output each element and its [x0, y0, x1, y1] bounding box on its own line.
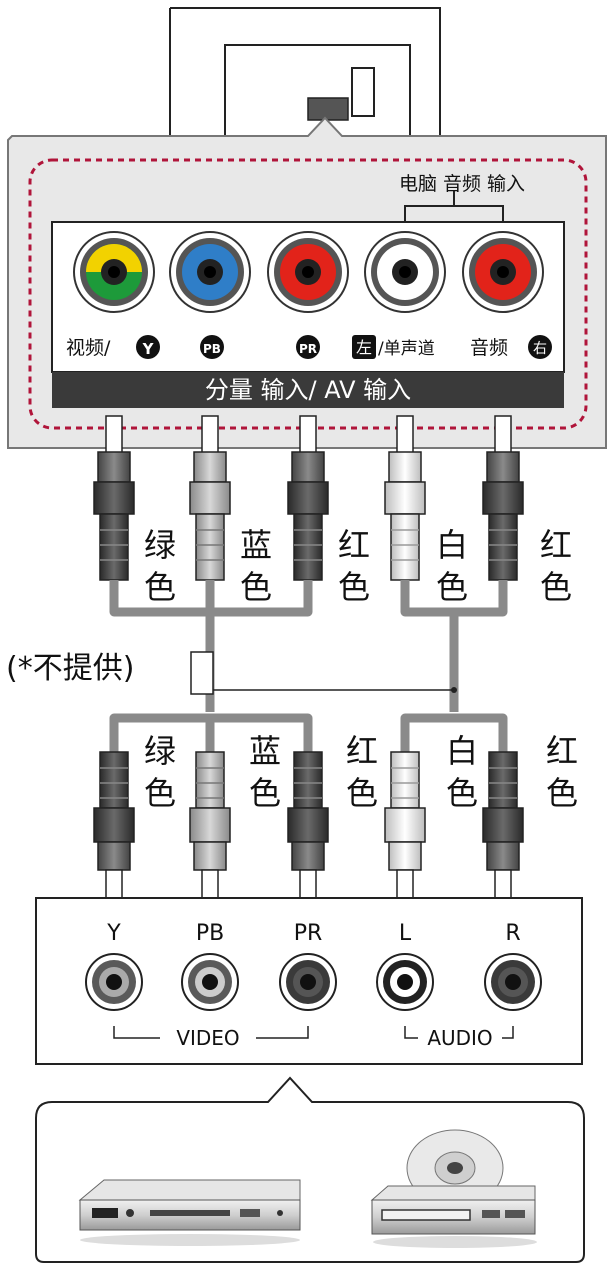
svg-text:右: 右 [533, 341, 547, 357]
top-plug-red [287, 415, 329, 581]
not-supplied-note: (*不提供) [6, 651, 457, 695]
y-badge [136, 335, 160, 359]
out-label-y: Y [106, 921, 121, 946]
out-jack-y [85, 953, 143, 1011]
top-plugs [93, 415, 524, 581]
top-plug-blue [189, 415, 231, 581]
bottom-label-blue-2: 色 [249, 774, 281, 812]
left-mono-label: /单声道 [378, 339, 435, 359]
bottom-label-red-audio-1: 红 [546, 732, 578, 770]
out-label-pr: PR [294, 921, 323, 946]
audio-jack-label: 音频 [470, 337, 508, 359]
tv-outline [169, 7, 441, 141]
bottom-label-red-audio-2: 色 [546, 774, 578, 812]
top-cable-labels: 绿 色 蓝 色 红 色 白 色 红 色 [144, 526, 572, 606]
jack-video-y [73, 231, 155, 313]
component-av-input-label: 分量 输入/ AV 输入 [205, 376, 411, 404]
dvd-player-icon [78, 1179, 301, 1246]
bottom-label-green-1: 绿 [144, 732, 176, 770]
jack-pb [169, 231, 251, 313]
svg-text:PB: PB [203, 342, 221, 356]
pc-audio-input-label: 电脑 音频 输入 [399, 173, 525, 195]
bottom-plug-red [287, 751, 329, 911]
pr-badge [296, 335, 320, 359]
out-jack-r [484, 953, 542, 1011]
out-label-pb: PB [196, 921, 224, 946]
bottom-label-white-1: 白 [446, 732, 478, 770]
top-label-green-2: 色 [144, 568, 176, 606]
bottom-label-green-2: 色 [144, 774, 176, 812]
cable-harness [109, 580, 508, 752]
jack-pr [267, 231, 349, 313]
bottom-plug-red-audio [482, 751, 524, 911]
svg-text:左: 左 [356, 338, 372, 357]
top-label-white-2: 色 [436, 568, 468, 606]
source-output-panel: Y PB PR L R VIDEO AUDIO [35, 897, 583, 1065]
top-plug-red-audio [482, 415, 524, 581]
bottom-label-blue-1: 蓝 [249, 732, 281, 770]
jack-audio-right [462, 231, 544, 313]
top-label-red-2: 色 [338, 568, 370, 606]
top-label-blue-1: 蓝 [240, 526, 272, 564]
bottom-plug-blue [189, 751, 231, 911]
bottom-label-white-2: 色 [446, 774, 478, 812]
video-jack-label: 视频/ [66, 337, 111, 359]
tv-input-panel: 电脑 音频 输入 分量 输入/ AV 输入 [7, 116, 607, 449]
svg-text:PR: PR [299, 342, 317, 356]
video-group-label: VIDEO [176, 1026, 239, 1050]
not-supplied-label: (*不提供) [6, 651, 134, 686]
source-devices-callout [35, 1076, 585, 1263]
top-label-red-1: 红 [338, 526, 370, 564]
disc-player-icon [370, 1129, 537, 1248]
top-label-green-1: 绿 [144, 526, 176, 564]
jack-audio-left [364, 231, 446, 313]
out-label-r: R [505, 921, 520, 946]
bottom-plug-white [384, 751, 426, 911]
top-label-red-audio-1: 红 [540, 526, 572, 564]
top-label-white-1: 白 [436, 526, 468, 564]
top-label-blue-2: 色 [240, 568, 272, 606]
svg-text:Y: Y [142, 340, 155, 358]
bottom-label-red-1: 红 [346, 732, 378, 770]
bottom-cable-labels: 绿 色 蓝 色 红 色 白 色 红 色 [144, 732, 578, 812]
bottom-label-red-2: 色 [346, 774, 378, 812]
bottom-plug-green [93, 751, 135, 911]
audio-group-label: AUDIO [427, 1026, 492, 1050]
right-badge [528, 335, 552, 359]
input-label-bar [52, 372, 564, 408]
out-jack-pr [279, 953, 337, 1011]
out-label-l: L [399, 921, 412, 946]
left-badge [352, 335, 376, 359]
pb-badge [200, 335, 224, 359]
top-label-red-audio-2: 色 [540, 568, 572, 606]
out-jack-l [376, 953, 434, 1011]
out-jack-pb [181, 953, 239, 1011]
